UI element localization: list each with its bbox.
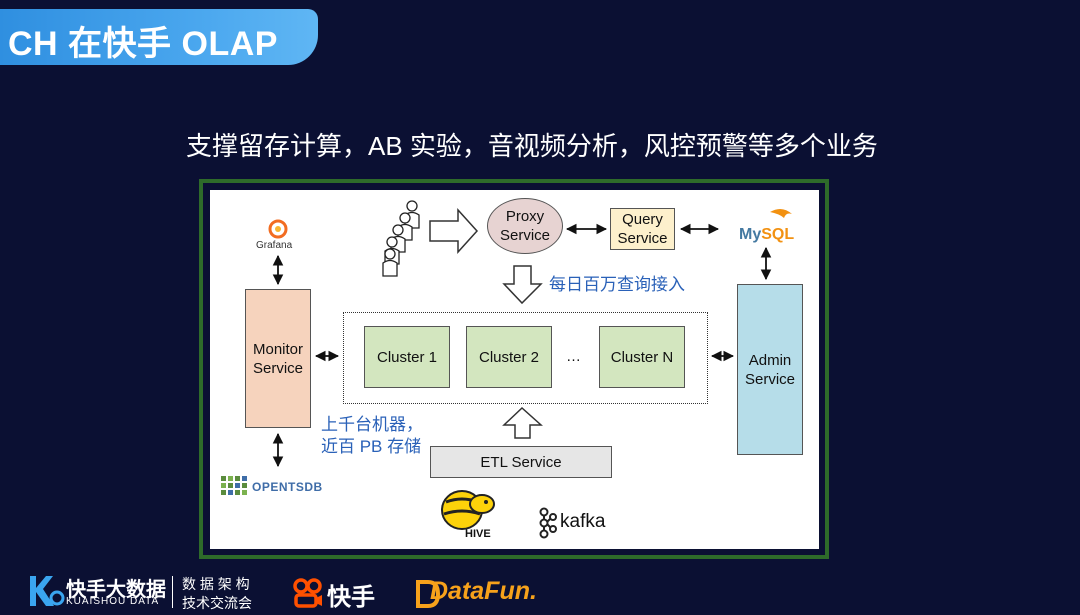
opentsdb-label: OPENTSDB <box>252 480 323 494</box>
footer-divider <box>172 576 173 608</box>
etl-service-label: ETL Service <box>480 453 562 471</box>
footer-kuaishou: 快手 <box>327 584 375 611</box>
query-service-label: Query Service <box>617 211 668 247</box>
etl-service-node: ETL Service <box>430 446 612 478</box>
kafka-label: kafka <box>560 511 606 532</box>
machines-note: 上千台机器， 近百 PB 存储 <box>321 414 423 458</box>
admin-service-node: Admin Service <box>737 284 803 455</box>
mysql-logo: MySQL <box>739 226 794 244</box>
users-to-proxy-arrow <box>429 208 479 254</box>
title-tab <box>0 9 318 65</box>
footer-tag-line1: 数 据 架 构 <box>182 576 250 592</box>
proxy-service-node: Proxy Service <box>487 198 563 254</box>
monitor-service-label: Monitor Service <box>252 340 304 377</box>
opentsdb-icon <box>221 476 247 495</box>
cluster-n-label: Cluster N <box>610 348 674 366</box>
kafka-icon <box>539 507 557 539</box>
query-service-node: Query Service <box>610 208 675 250</box>
machines-note-line2: 近百 PB 存储 <box>321 437 422 456</box>
cluster-1-label: Cluster 1 <box>376 348 438 366</box>
datafun-logo-icon <box>416 580 440 608</box>
slide-title: CH 在快手 OLAP <box>8 25 278 63</box>
admin-service-label: Admin Service <box>744 351 796 388</box>
cluster-2-label: Cluster 2 <box>478 348 540 366</box>
footer-brand-cn: 快手大数据 <box>66 579 166 601</box>
mysql-my: My <box>739 226 762 243</box>
cluster-n-node: Cluster N <box>599 326 685 388</box>
kuaishou-data-logo-icon <box>30 576 65 606</box>
cluster-ellipsis: … <box>566 348 581 365</box>
etl-up-arrow <box>502 406 543 439</box>
hive-icon <box>441 490 495 530</box>
cluster-group <box>343 312 708 404</box>
kuaishou-logo-icon <box>293 578 322 608</box>
users-icon <box>382 200 420 277</box>
cluster-1-node: Cluster 1 <box>364 326 450 388</box>
query-volume-note: 每日百万查询接入 <box>549 275 685 294</box>
slide-subtitle: 支撑留存计算，AB 实验，音视频分析，风控预警等多个业务 <box>186 131 878 161</box>
proxy-service-label: Proxy Service <box>499 208 551 244</box>
proxy-down-arrow <box>502 265 543 305</box>
cluster-2-node: Cluster 2 <box>466 326 552 388</box>
footer-brand-en: KUAISHOU DATA <box>66 596 160 607</box>
monitor-service-node: Monitor Service <box>245 289 311 428</box>
grafana-icon <box>268 219 288 239</box>
mysql-sql: SQL <box>761 226 795 243</box>
hive-label: HIVE <box>465 528 491 540</box>
grafana-label: Grafana <box>256 240 293 251</box>
footer-datafun: DataFun. <box>430 577 537 605</box>
machines-note-line1: 上千台机器， <box>321 415 423 434</box>
mysql-dolphin-icon <box>770 208 792 218</box>
footer-tag-line2: 技术交流会 <box>182 595 252 611</box>
